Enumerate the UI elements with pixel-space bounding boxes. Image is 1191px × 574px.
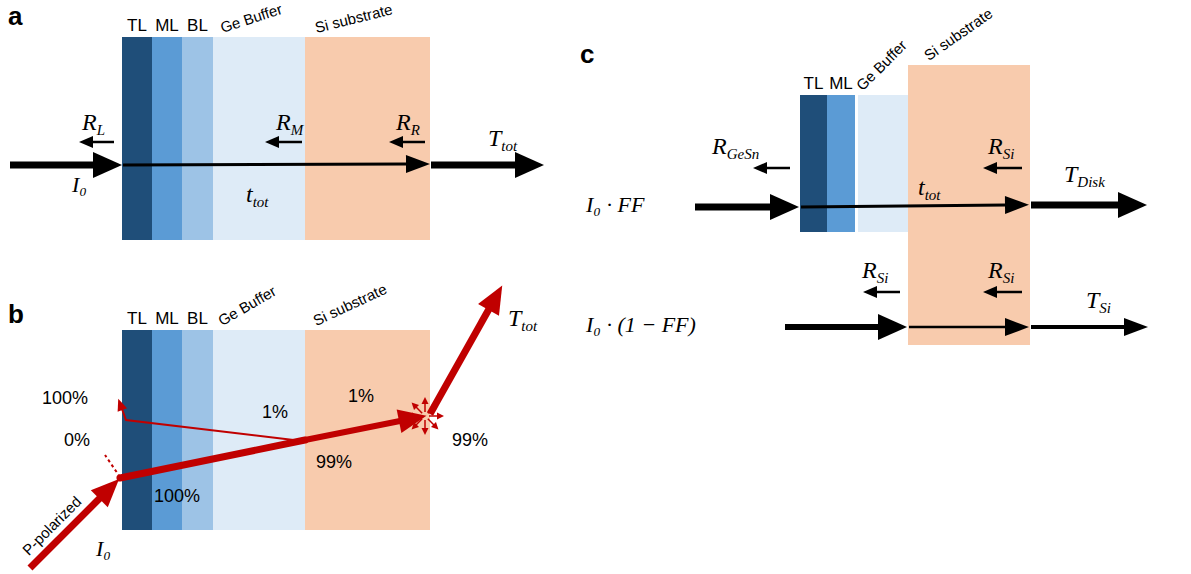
beam-arrows [695, 168, 1125, 327]
scatter-ray [416, 419, 422, 425]
layer-fill [122, 330, 152, 530]
layer-name: BL [187, 17, 208, 34]
percent-label: 99% [316, 452, 352, 474]
layer-fill [182, 37, 213, 240]
symbol-label: Ttot [508, 296, 537, 342]
layer-fill [827, 95, 855, 232]
transmission-arrow [801, 205, 1006, 207]
symbol-label: RSi [988, 124, 1014, 170]
layer: Ge Buffer [213, 330, 305, 530]
symbol-label: I₀ · (1 − FF) [586, 312, 696, 338]
reflection-arrow [92, 141, 114, 144]
layer-fill [800, 95, 827, 232]
reflection-arrow [402, 141, 425, 144]
layer: BL [182, 37, 213, 240]
layer-name: Ge Buffer [853, 37, 909, 93]
surface-reflection [105, 455, 120, 477]
ray-arrows [30, 309, 489, 568]
layer-name: ML [155, 310, 179, 327]
percent-label: 0% [64, 430, 90, 452]
incident-arrow [10, 162, 94, 169]
scatter-rays [412, 403, 438, 429]
layer-name: ML [829, 75, 853, 92]
reflection-arrow [996, 167, 1022, 170]
symbol-label: RM [276, 100, 303, 146]
scatter-ray [416, 407, 422, 413]
panel-letter: b [8, 300, 24, 329]
layer-name: BL [187, 310, 208, 327]
symbol-label: RSi [862, 248, 888, 294]
percent-label: 99% [452, 430, 488, 452]
reflection-arrow [876, 291, 900, 294]
layer-fill [213, 37, 305, 240]
layer-fill [213, 330, 305, 530]
symbol-label: ttot [918, 165, 941, 211]
layer: Si substrate [908, 65, 1030, 345]
layer-name: ML [155, 17, 179, 34]
scatter-ray [412, 415, 421, 417]
reflection-arrow [278, 141, 302, 144]
layer-name: Ge Buffer [218, 1, 283, 35]
percent-label: 100% [154, 486, 200, 508]
reflection-arrow [766, 167, 790, 170]
scatter-ray [429, 415, 438, 417]
layer-fill [122, 37, 152, 240]
layer-fill [305, 37, 430, 240]
layer: ML [827, 95, 855, 232]
layer-fills [122, 37, 1030, 530]
symbol-label: RGeSn [712, 124, 759, 170]
layer-fill [305, 330, 430, 530]
scatter-ray [428, 419, 434, 425]
layer-name: TL [127, 310, 147, 327]
layer: Ge Buffer [858, 95, 908, 232]
transmitted-ray [305, 421, 400, 440]
layer: TL [122, 330, 152, 530]
layer-fill [152, 37, 182, 240]
layer-name: TL [804, 75, 824, 92]
symbol-label: RR [396, 100, 420, 146]
refracted-ray [120, 440, 305, 478]
layer: ML [152, 37, 182, 240]
symbol-label: TDisk [1064, 152, 1105, 198]
layer: TL [122, 37, 152, 240]
transmitted-arrow [1031, 325, 1125, 329]
layer: TL [800, 95, 827, 232]
layer-fill [858, 95, 908, 232]
scatter-ray [424, 403, 426, 412]
layer-name: Si substrate [311, 281, 389, 328]
symbol-label: TSi [1086, 278, 1111, 324]
symbol-label: RSi [988, 248, 1014, 294]
layer-name: TL [127, 17, 147, 34]
symbol-label: I₀ [72, 172, 87, 198]
symbol-label: I₀ · FF [586, 192, 644, 218]
symbol-label: Ttot [488, 116, 517, 162]
percent-label: 1% [262, 402, 288, 424]
symbol-label: I₀ [96, 536, 111, 562]
percent-label: 100% [42, 388, 88, 410]
reflection-arrow [996, 291, 1022, 294]
layer: Si substrate [305, 330, 430, 530]
beam-arrows [10, 142, 516, 165]
panel-letter: a [8, 2, 22, 31]
symbol-label: RL [82, 100, 105, 146]
symbol-label: ttot [246, 172, 269, 218]
transmission-arrow [909, 326, 1006, 329]
percent-label: 1% [348, 386, 374, 408]
transmitted-arrow [431, 162, 516, 169]
panel-letter: c [580, 40, 594, 69]
layer-name: Si substrate [313, 1, 393, 35]
layer-name: Ge Buffer [216, 283, 279, 328]
scatter-ray [424, 420, 426, 429]
transmitted-arrow [1031, 202, 1119, 209]
scatter-ray [428, 407, 434, 413]
transmission-arrow [123, 164, 407, 165]
layer: Si substrate [305, 37, 430, 240]
incident-arrow [785, 324, 879, 330]
layer-name: Si substrate [921, 5, 994, 63]
exit-ray [430, 309, 489, 414]
incident-arrow [695, 204, 771, 211]
